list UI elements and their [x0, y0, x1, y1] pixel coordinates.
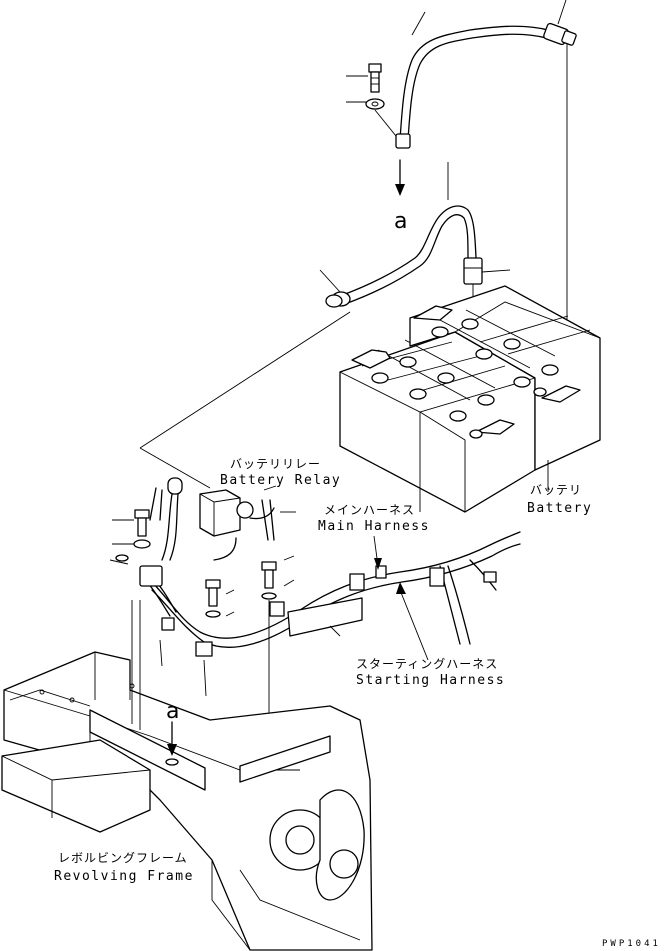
battery-right [409, 285, 601, 492]
svg-text:Main Harness: Main Harness [318, 519, 430, 534]
svg-text:Battery Relay: Battery Relay [220, 473, 341, 488]
bolt-top [346, 63, 382, 93]
washer-top [346, 98, 397, 137]
svg-text:バッテリリレー: バッテリリレー [230, 457, 321, 471]
svg-text:メインハーネス: メインハーネス [324, 503, 415, 517]
svg-text:スターティングハーネス: スターティングハーネス [356, 657, 498, 671]
svg-text:Revolving Frame: Revolving Frame [54, 869, 194, 884]
svg-text:Battery: Battery [527, 501, 592, 516]
revolving-frame-label: レボルビングフレーム Revolving Frame [54, 851, 194, 884]
svg-text:バッテリ: バッテリ [530, 483, 582, 497]
upper-battery-cable [395, 0, 577, 378]
reference-arrow-top: a [394, 159, 407, 234]
reference-label-top: a [394, 209, 407, 234]
bolt-relay-left [109, 509, 151, 565]
reference-arrow-bottom: a [165, 699, 179, 766]
bolt-harness-left [205, 579, 235, 618]
harness-bundle [139, 531, 521, 697]
revolving-frame [1, 600, 373, 951]
starting-harness-label: スターティングハーネス Starting Harness [356, 657, 505, 688]
relay-cable [139, 162, 511, 489]
battery-label: バッテリ Battery [527, 483, 592, 516]
battery-relay: バッテリリレー Battery Relay [149, 457, 341, 561]
main-harness-label: メインハーネス Main Harness [318, 503, 430, 534]
battery-left [339, 331, 536, 513]
drawing-code: PWP1041 [602, 939, 661, 949]
reference-label-bottom: a [166, 699, 179, 724]
svg-text:レボルビングフレーム: レボルビングフレーム [58, 851, 188, 865]
svg-text:Starting Harness: Starting Harness [356, 673, 505, 688]
